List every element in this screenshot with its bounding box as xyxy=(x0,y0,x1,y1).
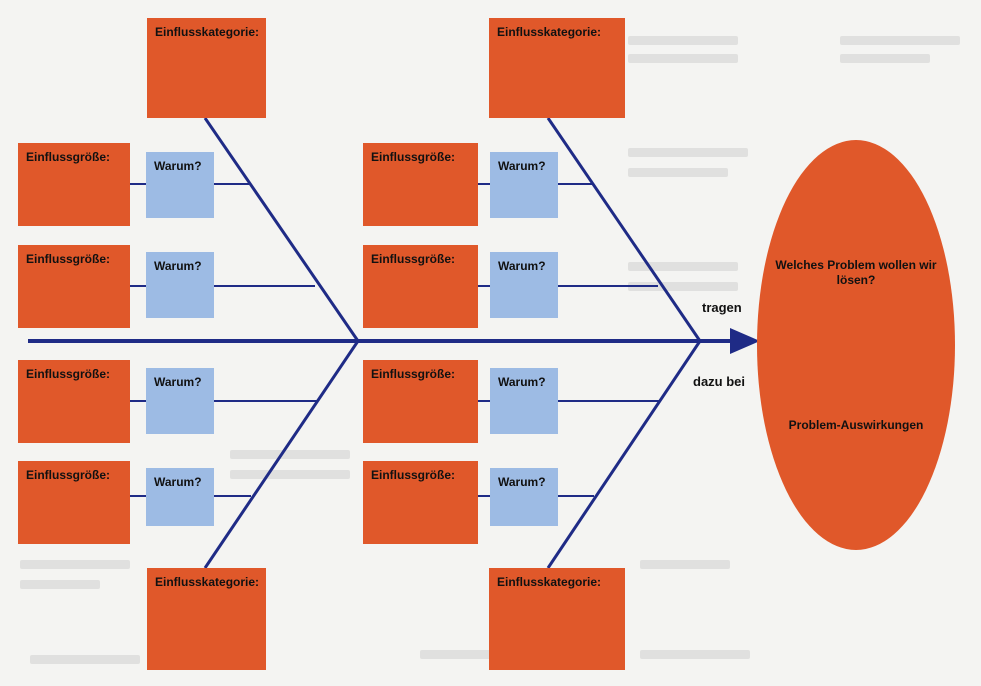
factor-box-right-3: Einflussgröße: xyxy=(363,360,478,443)
why-label: Warum? xyxy=(154,159,202,173)
bone-right-bottom xyxy=(546,340,702,569)
category-label: Einflusskategorie: xyxy=(155,575,260,589)
factor-box-right-1: Einflussgröße: xyxy=(363,143,478,226)
background-text-line xyxy=(628,282,738,291)
factor-label: Einflussgröße: xyxy=(371,252,456,266)
factor-label: Einflussgröße: xyxy=(26,468,111,482)
why-box-right-4: Warum? xyxy=(490,468,558,526)
why-box-left-3: Warum? xyxy=(146,368,214,434)
problem-effects: Problem-Auswirkungen xyxy=(788,418,924,432)
bone-right-top xyxy=(546,117,702,342)
factor-box-right-4: Einflussgröße: xyxy=(363,461,478,544)
why-box-right-2: Warum? xyxy=(490,252,558,318)
why-box-right-1: Warum? xyxy=(490,152,558,218)
factor-label: Einflussgröße: xyxy=(371,468,456,482)
arrow-label-top: tragen xyxy=(702,300,742,315)
background-text-line xyxy=(230,450,350,459)
why-label: Warum? xyxy=(154,375,202,389)
category-box-top-left: Einflusskategorie: xyxy=(147,18,266,118)
background-text-line xyxy=(20,560,130,569)
category-box-bottom-right: Einflusskategorie: xyxy=(489,568,625,670)
why-label: Warum? xyxy=(498,259,546,273)
background-text-line xyxy=(840,36,960,45)
background-text-line xyxy=(20,580,100,589)
why-box-left-2: Warum? xyxy=(146,252,214,318)
factor-box-left-2: Einflussgröße: xyxy=(18,245,130,328)
why-box-right-3: Warum? xyxy=(490,368,558,434)
background-text-line xyxy=(840,54,930,63)
background-text-line xyxy=(628,54,738,63)
category-label: Einflusskategorie: xyxy=(497,25,602,39)
why-label: Warum? xyxy=(498,475,546,489)
background-text-line xyxy=(628,168,728,177)
why-label: Warum? xyxy=(154,475,202,489)
why-label: Warum? xyxy=(154,259,202,273)
background-text-line xyxy=(628,148,748,157)
arrow-label-bottom: dazu bei xyxy=(693,374,746,389)
category-label: Einflusskategorie: xyxy=(497,575,602,589)
category-box-top-right: Einflusskategorie: xyxy=(489,18,625,118)
bone-left-top xyxy=(203,117,360,342)
factor-label: Einflussgröße: xyxy=(371,367,456,381)
spine-arrowhead xyxy=(730,328,760,354)
factor-box-left-1: Einflussgröße: xyxy=(18,143,130,226)
factor-box-right-2: Einflussgröße: xyxy=(363,245,478,328)
background-text-line xyxy=(230,470,350,479)
category-label: Einflusskategorie: xyxy=(155,25,260,39)
background-text-line xyxy=(420,650,530,659)
factor-box-left-4: Einflussgröße: xyxy=(18,461,130,544)
background-text-line xyxy=(640,650,750,659)
background-text-line xyxy=(628,262,738,271)
bone-left-bottom xyxy=(203,340,360,569)
why-label: Warum? xyxy=(498,375,546,389)
factor-label: Einflussgröße: xyxy=(26,367,111,381)
factor-label: Einflussgröße: xyxy=(26,252,111,266)
background-text-line xyxy=(30,655,140,664)
background-text-line xyxy=(640,560,730,569)
factor-box-left-3: Einflussgröße: xyxy=(18,360,130,443)
problem-ellipse xyxy=(757,140,955,550)
why-box-left-1: Warum? xyxy=(146,152,214,218)
factor-label: Einflussgröße: xyxy=(26,150,111,164)
category-box-bottom-left: Einflusskategorie: xyxy=(147,568,266,670)
why-box-left-4: Warum? xyxy=(146,468,214,526)
problem-question: Welches Problem wollen wir lösen? xyxy=(775,258,937,287)
background-text-line xyxy=(628,36,738,45)
why-label: Warum? xyxy=(498,159,546,173)
factor-label: Einflussgröße: xyxy=(371,150,456,164)
